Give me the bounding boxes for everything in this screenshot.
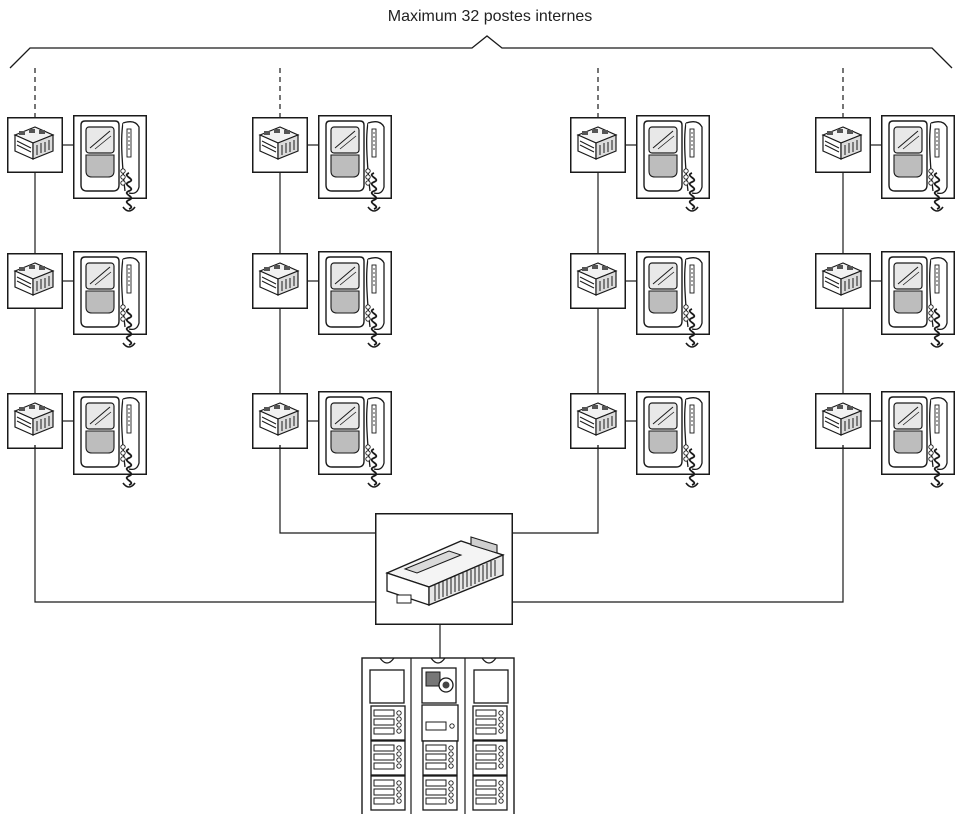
internal-station [815, 391, 955, 488]
station-column [7, 68, 147, 488]
video-monitor-icon [73, 115, 147, 199]
power-supply-icon [375, 513, 513, 625]
video-monitor-icon [73, 391, 147, 475]
diagram-title: Maximum 32 postes internes [387, 8, 593, 25]
internal-station [815, 115, 955, 212]
internal-station [7, 391, 147, 488]
interface-module-icon [252, 117, 308, 173]
internal-station [7, 251, 147, 348]
video-monitor-icon [318, 391, 392, 475]
internal-station [252, 251, 392, 348]
internal-station [570, 115, 710, 212]
interface-module-icon [815, 253, 871, 309]
title-brace [9, 35, 953, 69]
interface-module-icon [7, 253, 63, 309]
video-monitor-icon [881, 391, 955, 475]
video-monitor-icon [636, 115, 710, 199]
video-monitor-icon [318, 115, 392, 199]
bus-wiring [34, 445, 844, 658]
interface-module-icon [570, 393, 626, 449]
station-column [570, 68, 710, 488]
interface-module-icon [570, 117, 626, 173]
interface-module-icon [252, 253, 308, 309]
interface-module-icon [252, 393, 308, 449]
internal-station [570, 391, 710, 488]
interface-module-icon [7, 117, 63, 173]
interface-module-icon [815, 117, 871, 173]
video-monitor-icon [73, 251, 147, 335]
door-entry-panel-icon [361, 657, 515, 819]
video-monitor-icon [636, 251, 710, 335]
interface-module-icon [815, 393, 871, 449]
video-monitor-icon [881, 115, 955, 199]
internal-station [252, 391, 392, 488]
interface-module-icon [570, 253, 626, 309]
video-monitor-icon [636, 391, 710, 475]
station-column [252, 68, 392, 488]
interface-module-icon [7, 393, 63, 449]
video-monitor-icon [318, 251, 392, 335]
internal-station [815, 251, 955, 348]
station-column [815, 68, 955, 488]
video-monitor-icon [881, 251, 955, 335]
internal-station [570, 251, 710, 348]
columns-layer [7, 68, 955, 488]
internal-station [252, 115, 392, 212]
internal-station [7, 115, 147, 212]
